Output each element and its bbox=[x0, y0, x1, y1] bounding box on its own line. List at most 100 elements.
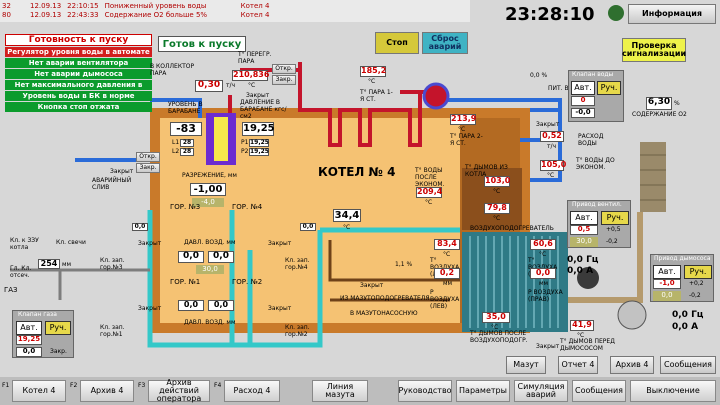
gas-pressure-unit: мм bbox=[62, 261, 72, 268]
burner-4-label: ГОР. №4 bbox=[232, 203, 263, 211]
fan-amps: 0,0 А bbox=[567, 266, 594, 276]
vacuum-setpoint[interactable]: -4,0 bbox=[192, 198, 224, 207]
burner-1-label: ГОР. №1 bbox=[170, 278, 201, 286]
water-valve-manual[interactable]: Руч. bbox=[597, 81, 621, 95]
ready-item: Нет аварии вентилятора bbox=[5, 58, 152, 68]
check-signal-button[interactable]: Проверка сигнализации bbox=[622, 38, 686, 62]
boiler-nav-button[interactable]: Котел 4 bbox=[12, 380, 66, 402]
vacuum-label: РАЗРЕЖЕНИЕ, мм bbox=[182, 172, 237, 179]
ready-item: Кнопка стоп отжата bbox=[5, 102, 152, 112]
stop-button[interactable]: Стоп bbox=[375, 32, 419, 54]
valve-state: Закрыт bbox=[268, 305, 292, 312]
l1-label: L1 bbox=[172, 139, 180, 146]
fan-drive-minus[interactable]: -0,2 bbox=[606, 238, 618, 245]
air-right-value: 60,6 bbox=[530, 239, 556, 250]
water-eco-value: 209,4 bbox=[416, 187, 443, 198]
valve-state: Закрыт bbox=[246, 92, 270, 99]
flow-nav-button[interactable]: Расход 4 bbox=[224, 380, 280, 402]
simulate-alarms-button[interactable]: Симуляция аварий bbox=[514, 380, 568, 402]
l2-label: L2 bbox=[172, 148, 180, 155]
fuel-oil-value: 34,4 bbox=[333, 209, 361, 222]
steam2-label: Т° ПАРА 2-Я СТ. bbox=[450, 133, 483, 147]
steam-collector-value: 0,30 bbox=[195, 80, 223, 92]
fan-hz: 0,0 Гц bbox=[567, 255, 599, 265]
pit-water-value: 0,0 % bbox=[530, 72, 548, 79]
smoke-drive-manual[interactable]: Руч. bbox=[684, 265, 712, 279]
fan-drive-plus[interactable]: +0,5 bbox=[606, 226, 621, 233]
reset-alarms-button[interactable]: Сброс аварий bbox=[422, 32, 468, 54]
info-button[interactable]: Информация bbox=[628, 4, 716, 24]
manual-button[interactable]: Руководство bbox=[398, 380, 452, 402]
alarm-date: 12.09.13 bbox=[30, 2, 62, 10]
ready-item: Нет аварии дымососа bbox=[5, 69, 152, 79]
burner3-air-value: 0,0 bbox=[132, 223, 148, 231]
valve-state: Закрыт bbox=[268, 240, 292, 247]
alarm-row[interactable]: 80 12.09.13 22:43:33 Содержание О2 больш… bbox=[2, 11, 269, 20]
fuel-oil-to-pump: В МАЗУТОНАСОСНУЮ bbox=[350, 310, 418, 317]
water-temp-label: Т° ВОДЫ ДО ЭКОНОМ. bbox=[576, 157, 615, 171]
gas-valve-auto[interactable]: Авт. bbox=[16, 321, 42, 335]
zap-burner3-label: Кл. зап. гор.№3 bbox=[100, 257, 125, 271]
archive-nav-button[interactable]: Архив 4 bbox=[80, 380, 134, 402]
smoke-drive-title: Привод дымососа bbox=[654, 255, 711, 262]
flue-before-smoke-unit: °С bbox=[577, 332, 585, 339]
water-eco-label: Т° ВОДЫ ПОСЛЕ ЭКОНОМ. bbox=[415, 167, 445, 188]
drain-open-button[interactable]: Откр. bbox=[136, 152, 160, 162]
smoke-drive-plus[interactable]: +0,2 bbox=[689, 280, 704, 287]
drain-valve-state: Закрыт bbox=[110, 168, 134, 175]
fuel-line-button[interactable]: Линия мазута bbox=[312, 380, 368, 402]
shutdown-button[interactable]: Выключение bbox=[630, 380, 716, 402]
drum-pressure-value: 19,25 bbox=[242, 122, 275, 136]
alarm-row[interactable]: 32 12.09.13 22:10:15 Пониженный уровень … bbox=[2, 2, 269, 11]
smoke-drive-v2: 0,0 bbox=[653, 291, 681, 301]
gas-valve-v2: 0,0 bbox=[16, 347, 42, 357]
messages-button-right[interactable]: Сообщения bbox=[660, 356, 716, 374]
fkey-f2: F2 bbox=[70, 382, 78, 389]
water-flow-value: 0,52 bbox=[540, 131, 564, 142]
steam-open-button[interactable]: Откр. bbox=[272, 64, 296, 74]
water-valve-v1: 0 bbox=[571, 96, 595, 106]
steam-close-button[interactable]: Закр. bbox=[272, 75, 296, 85]
fan-drive-manual[interactable]: Руч. bbox=[601, 211, 629, 225]
steam-collector-label: В КОЛЛЕКТОР ПАРА bbox=[150, 63, 195, 77]
smoke-drive-minus[interactable]: -0,2 bbox=[689, 292, 701, 299]
pit-water-label: ПИТ. ВОДЫ bbox=[548, 85, 584, 92]
flue-before-smoke-value: 41,9 bbox=[570, 320, 594, 331]
steam1-unit: °С bbox=[368, 78, 376, 85]
main-gas-label: Гл. Кл. отсеч. bbox=[10, 265, 32, 279]
drum-level-label: УРОВЕНЬ В БАРАБАНЕ bbox=[168, 101, 203, 115]
alarm-num: 32 bbox=[2, 2, 11, 10]
smoke-amps: 0,0 А bbox=[672, 322, 699, 332]
operator-archive-button[interactable]: Архив действий оператора bbox=[148, 379, 210, 403]
fan-drive-title: Привод вентил. bbox=[572, 201, 622, 208]
furnace-area bbox=[160, 118, 460, 323]
clock: 23:28:10 bbox=[505, 4, 595, 25]
fan-motor bbox=[577, 267, 599, 289]
p1-label: P1 bbox=[241, 139, 249, 146]
steam-collector-unit: т/ч bbox=[226, 82, 236, 89]
steam1-value: 185,2 bbox=[360, 66, 387, 77]
superheat-unit: °С bbox=[248, 82, 256, 89]
ready-status: Готов к пуску bbox=[158, 36, 246, 52]
report-button[interactable]: Отчет 4 bbox=[558, 356, 598, 374]
gas-cutoff-label: Кл. к ЗЗУ котла bbox=[10, 237, 39, 251]
fan-drive-auto[interactable]: Авт. bbox=[570, 211, 598, 225]
gas-valve-manual[interactable]: Руч. bbox=[45, 321, 71, 335]
fuel-oil-button[interactable]: Мазут bbox=[506, 356, 546, 374]
water-eco-unit: °С bbox=[425, 199, 433, 206]
valve-state: Закрыт bbox=[138, 305, 162, 312]
flue-exit-value: 103,0 bbox=[484, 176, 511, 187]
parameters-button[interactable]: Параметры bbox=[456, 380, 510, 402]
fkey-f4: F4 bbox=[214, 382, 222, 389]
messages-nav-button[interactable]: Сообщения bbox=[572, 380, 626, 402]
smoke-drive-auto[interactable]: Авт. bbox=[653, 265, 681, 279]
air-pressure-label: ДАВЛ. ВОЗД. мм bbox=[184, 239, 236, 246]
air-pressure-setpoint[interactable]: 30,0 bbox=[196, 265, 224, 274]
water-flow-label: РАСХОД ВОДЫ bbox=[578, 133, 604, 147]
superheat-label: Т° ПЕРЕГР. ПАРА bbox=[238, 51, 272, 65]
drain-close-button[interactable]: Закр. bbox=[136, 163, 160, 173]
flue-after-unit: °С bbox=[491, 324, 499, 331]
water-valve-auto[interactable]: Авт. bbox=[571, 81, 595, 95]
archive-button-right[interactable]: Архив 4 bbox=[610, 356, 654, 374]
fkey-f3: F3 bbox=[138, 382, 146, 389]
